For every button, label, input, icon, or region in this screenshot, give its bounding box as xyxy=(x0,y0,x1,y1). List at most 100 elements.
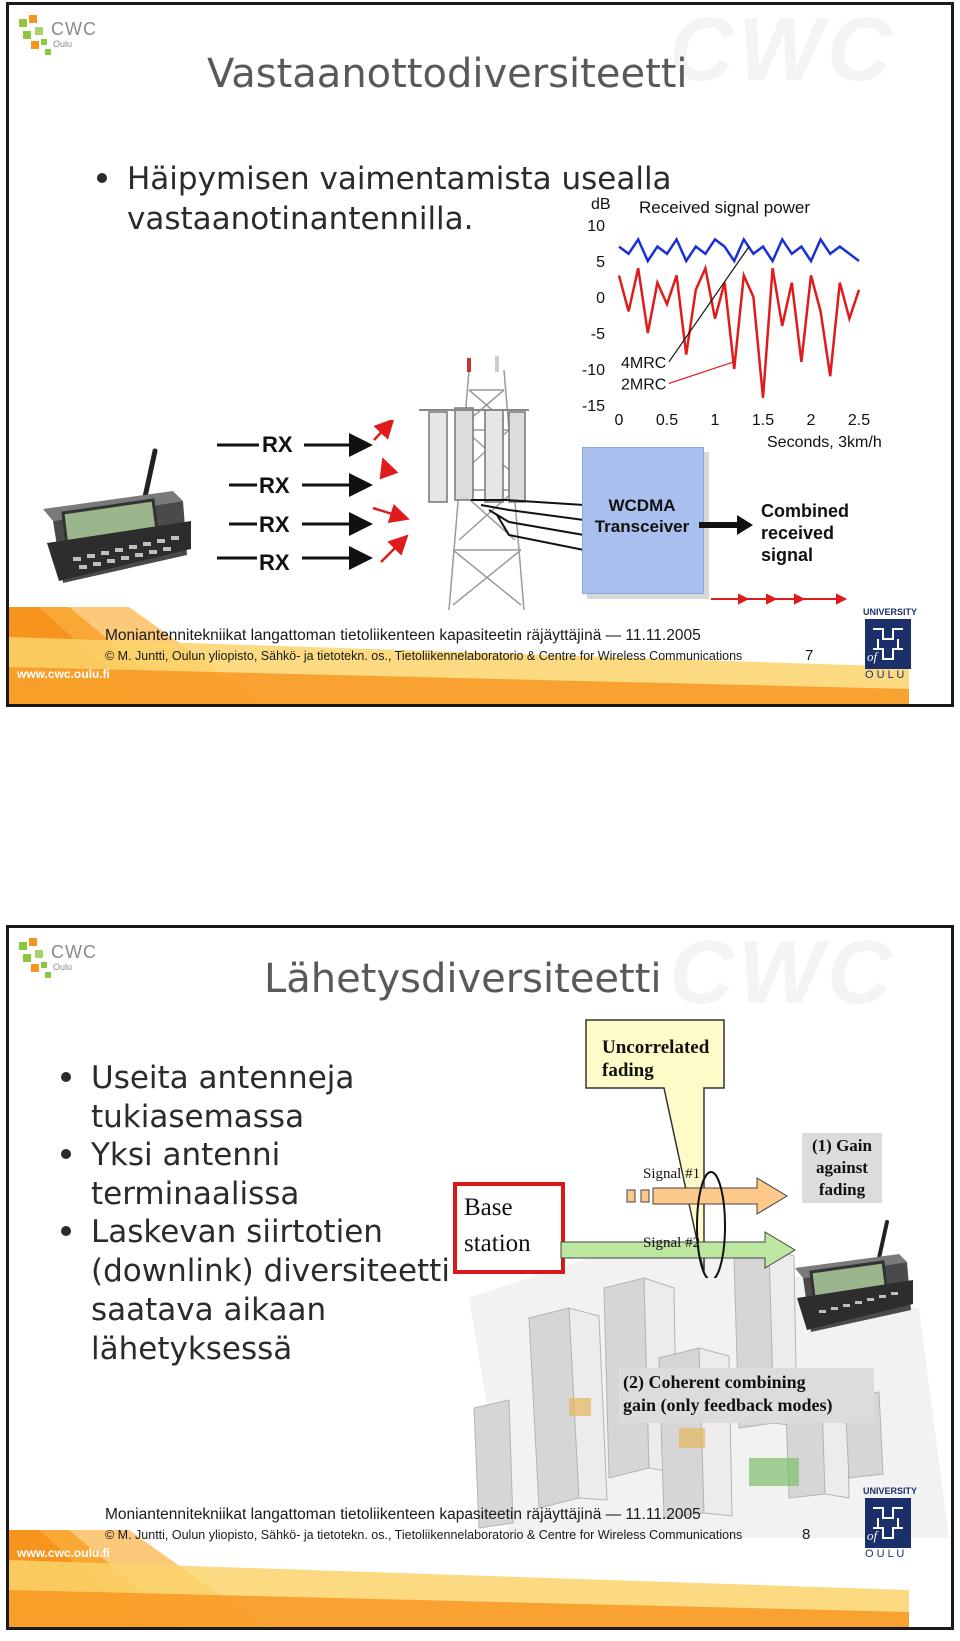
red-arrow-train xyxy=(711,593,848,605)
gain-callout-text: (1) Gain against fading xyxy=(802,1135,882,1201)
uncorrelated-fading-text: Uncorrelated fading xyxy=(602,1036,709,1082)
bullet-3-line-1: Laskevan siirtotien xyxy=(91,1214,383,1250)
watermark-cwc: CWC xyxy=(669,925,896,1023)
signal-1-label: Signal #1 xyxy=(643,1166,701,1182)
cwc-logo xyxy=(19,938,51,978)
combined-signal-label: Combined received signal xyxy=(761,500,849,566)
gain-line-1: (1) Gain xyxy=(812,1136,872,1155)
x-tick-label: 0.5 xyxy=(656,412,678,429)
page-number: 8 xyxy=(802,1526,811,1543)
y-tick-label: 5 xyxy=(596,254,605,271)
university-top-text: UNIVERSITY xyxy=(863,1486,918,1496)
x-tick-label: 1.5 xyxy=(752,412,774,429)
bullet-2-line-2: terminaalissa xyxy=(91,1176,300,1212)
rx-label-2: RX xyxy=(259,473,290,498)
coherent-callout-text: (2) Coherent combining gain (only feedba… xyxy=(623,1371,833,1417)
combined-line-2: received xyxy=(761,523,835,543)
footer-copyright: © M. Juntti, Oulun yliopisto, Sähkö- ja … xyxy=(105,1528,743,1542)
cwc-logo xyxy=(19,15,51,55)
legend-pointer-4mrc xyxy=(668,246,750,363)
university-top-text: UNIVERSITY xyxy=(863,607,918,617)
logo-text: CWC xyxy=(51,942,97,962)
y-tick-label: 10 xyxy=(587,218,605,235)
y-tick-label: 0 xyxy=(596,290,605,307)
university-of-text: of xyxy=(867,649,878,664)
antenna-tower-image xyxy=(419,356,584,610)
signal-1-arrow xyxy=(652,1177,788,1215)
combined-line-3: signal xyxy=(761,545,814,565)
logo-sub: Oulu xyxy=(53,962,73,972)
bullet-marker-2 xyxy=(61,1149,71,1159)
base-station-label: Base station xyxy=(464,1190,531,1262)
rx-label-3: RX xyxy=(259,512,290,537)
coherent-callout-box xyxy=(619,1368,874,1423)
x-axis-label: Seconds, 3km/h xyxy=(767,434,882,451)
bullet-marker xyxy=(97,173,107,183)
x-tick-label: 2 xyxy=(807,412,816,429)
rx-arrows xyxy=(217,420,410,570)
slide-title: Vastaanottodiversiteetti xyxy=(207,51,688,97)
signal-2-label: Signal #2 xyxy=(643,1235,701,1251)
transceiver-output-arrow xyxy=(699,515,753,535)
slide-title: Lähetysdiversiteetti xyxy=(264,956,662,1002)
transceiver-line-1: WCDMA xyxy=(608,496,676,515)
x-tick-label: 0 xyxy=(615,412,624,429)
legend-label: 2MRC xyxy=(621,376,666,393)
gain-callout-box xyxy=(802,1133,882,1203)
footer-url: www.cwc.oulu.fi xyxy=(17,667,110,681)
combined-line-1: Combined xyxy=(761,501,849,521)
bullet-line-1: Häipymisen vaimentamista usealla xyxy=(127,161,672,197)
gain-line-3: fading xyxy=(818,1180,866,1199)
legend-label: 4MRC xyxy=(621,355,666,372)
handset-image xyxy=(43,448,191,583)
footer-copyright: © M. Juntti, Oulun yliopisto, Sähkö- ja … xyxy=(105,649,743,663)
bullet-3-line-4: lähetyksessä xyxy=(91,1331,293,1367)
combining-ellipse xyxy=(696,1171,726,1278)
bullet-1-line-1: Useita antenneja xyxy=(91,1060,355,1096)
bullet-1-line-2: tukiasemassa xyxy=(91,1099,305,1135)
uncorrelated-line-2: fading xyxy=(602,1060,654,1081)
coherent-line-2: gain (only feedback modes) xyxy=(623,1395,833,1415)
base-line-2: station xyxy=(464,1230,531,1257)
series-line-2mrc xyxy=(617,264,861,398)
university-crest-icon xyxy=(865,619,911,669)
bullet-3-line-3: saatava aikaan xyxy=(91,1292,327,1328)
university-bottom-text: O U L U xyxy=(865,669,905,681)
y-tick-label: -5 xyxy=(591,326,605,343)
transceiver-label: WCDMA Transceiver xyxy=(582,495,702,537)
y-tick-label: -10 xyxy=(582,362,605,379)
signal-arrows xyxy=(560,1171,796,1278)
rx-label-1: RX xyxy=(262,432,293,457)
legend-pointer-2mrc xyxy=(668,361,735,384)
university-of-text: of xyxy=(867,1528,878,1543)
signal-2-arrow xyxy=(560,1231,796,1269)
bullet-marker-1 xyxy=(61,1072,71,1082)
footer-url: www.cwc.oulu.fi xyxy=(17,1546,110,1560)
rx-label-4: RX xyxy=(259,550,290,575)
coherent-line-1: (2) Coherent combining xyxy=(623,1372,806,1392)
page-number: 7 xyxy=(805,647,814,664)
slide-transmit-diversity: CWC Oulu CWC Lähetysdiversiteetti Useita… xyxy=(6,925,954,1630)
bullet-3-line-2: (downlink) diversiteetti xyxy=(91,1253,450,1289)
y-axis-label: dB xyxy=(591,196,611,213)
logo-text: CWC xyxy=(51,19,97,39)
base-line-1: Base xyxy=(464,1194,513,1221)
footer-title: Moniantennitekniikat langattoman tietoli… xyxy=(105,1506,701,1523)
base-station-box xyxy=(453,1182,565,1274)
bullet-line-2: vastaanotinantennilla. xyxy=(127,201,474,237)
gain-line-2: against xyxy=(816,1158,868,1177)
footer-background xyxy=(9,607,909,704)
series-line-4mrc xyxy=(618,236,860,264)
university-bottom-text: O U L U xyxy=(865,1548,905,1560)
footer-title: Moniantennitekniikat langattoman tietoli… xyxy=(105,627,701,644)
y-tick-label: -15 xyxy=(582,398,605,415)
logo-sub: Oulu xyxy=(53,39,73,49)
transceiver-line-2: Transceiver xyxy=(594,517,690,536)
university-crest-icon xyxy=(865,1498,911,1548)
slide-receive-diversity: CWC Oulu CWC Vastaanottodiversiteetti Hä… xyxy=(6,2,954,707)
watermark-cwc: CWC xyxy=(669,2,896,100)
uncorrelated-line-1: Uncorrelated xyxy=(602,1037,710,1058)
x-tick-label: 2.5 xyxy=(848,412,870,429)
x-tick-label: 1 xyxy=(711,412,720,429)
